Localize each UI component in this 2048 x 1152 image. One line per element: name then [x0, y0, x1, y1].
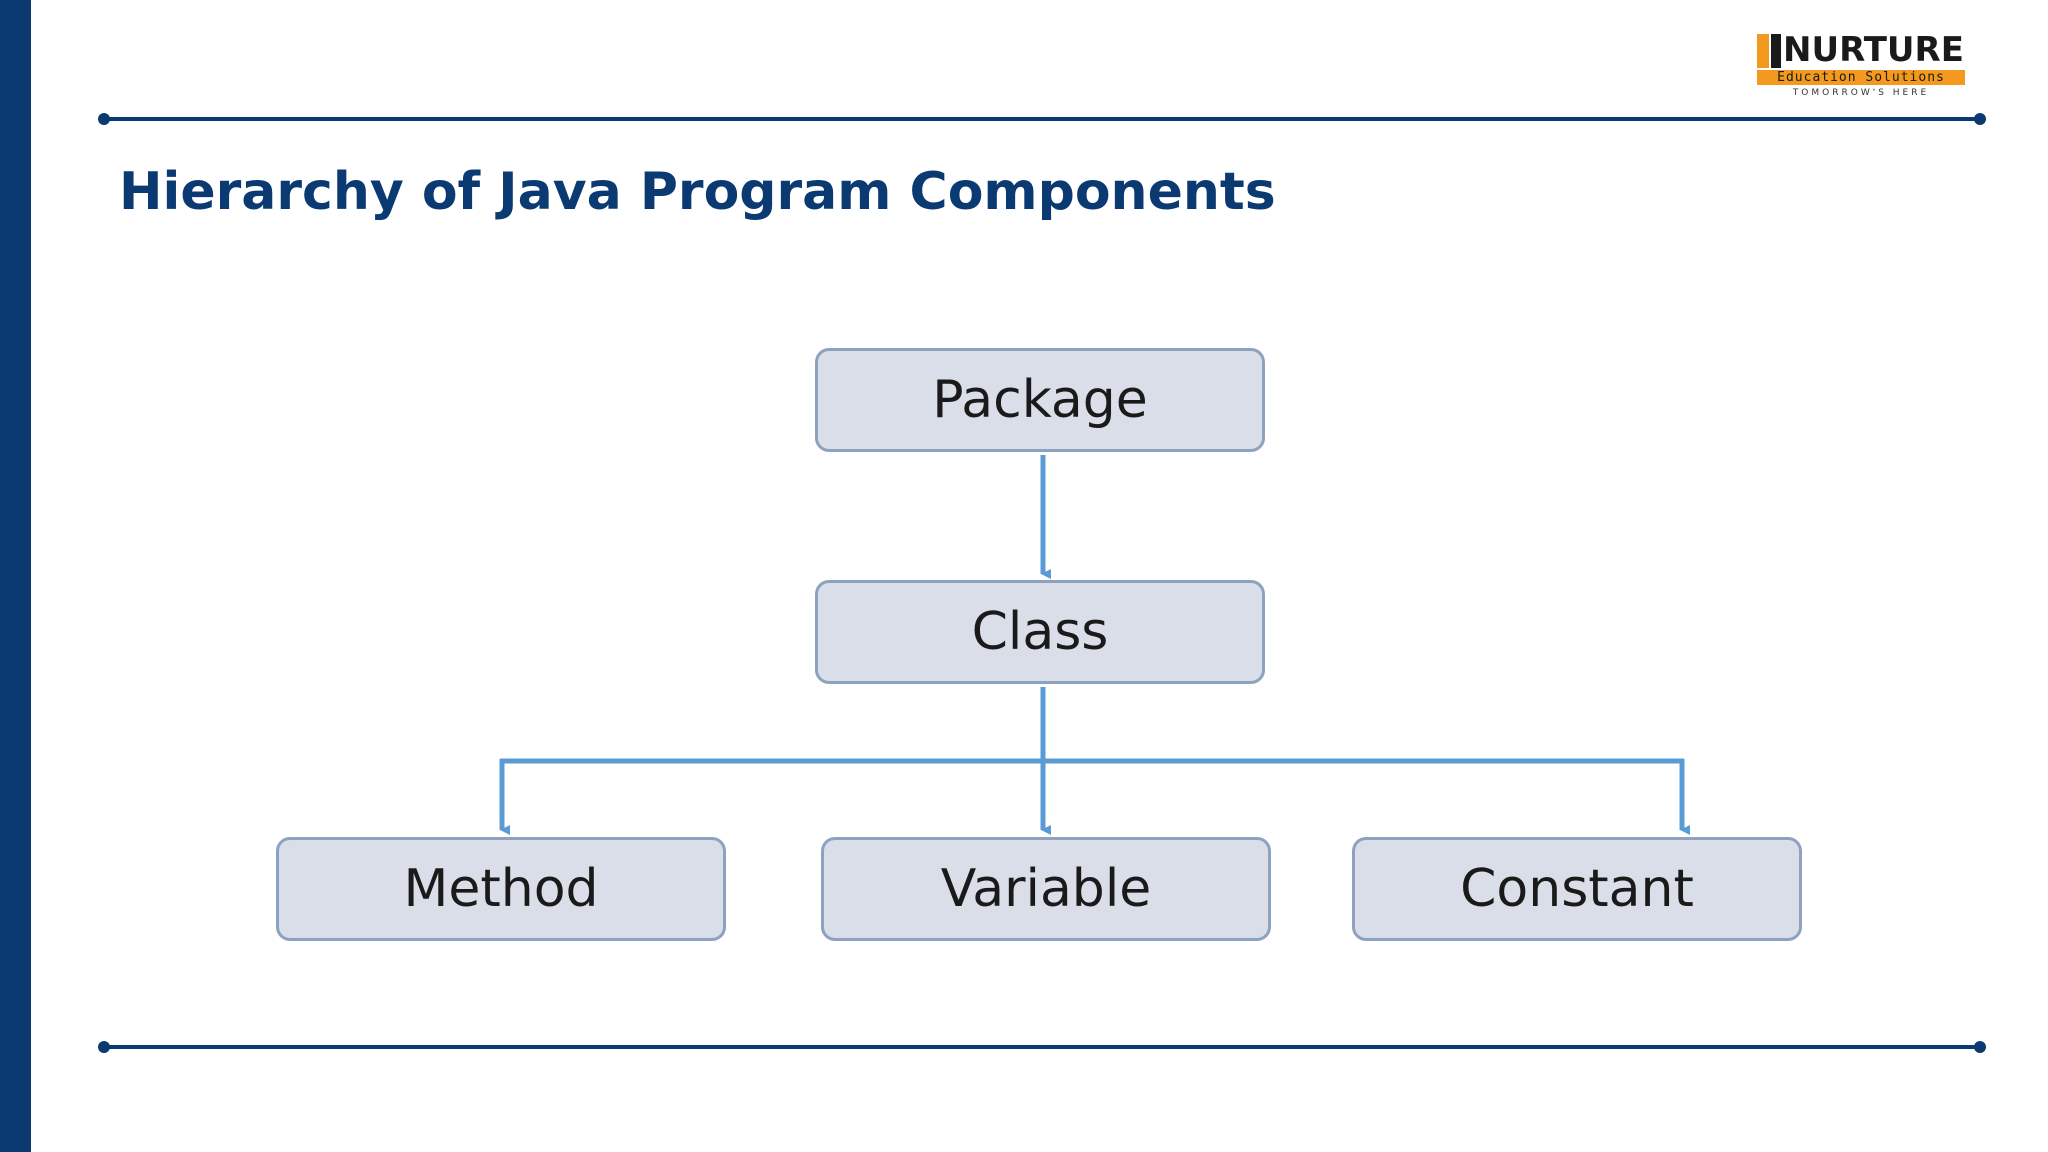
bottom-divider — [98, 1041, 1986, 1053]
node-package: Package — [815, 348, 1265, 452]
node-class: Class — [815, 580, 1265, 684]
logo-brand-text: NURTURE — [1783, 30, 1964, 70]
top-divider — [98, 113, 1986, 125]
slide-title: Hierarchy of Java Program Components — [119, 162, 1276, 222]
logo-orange-bar — [1757, 34, 1769, 68]
logo-subtitle: Education Solutions — [1757, 70, 1965, 85]
left-accent-bar — [0, 0, 31, 1152]
logo-tagline: TOMORROW'S HERE — [1792, 88, 1930, 98]
divider-dot-left — [98, 1041, 110, 1053]
logo-dark-bar — [1771, 34, 1781, 68]
divider-dot-right — [1974, 1041, 1986, 1053]
divider-dot-left — [98, 113, 110, 125]
divider-dot-right — [1974, 113, 1986, 125]
node-variable: Variable — [821, 837, 1271, 941]
node-method: Method — [276, 837, 726, 941]
logo-mark: NURTURE — [1757, 28, 1964, 68]
node-constant: Constant — [1352, 837, 1802, 941]
inurture-logo: NURTURE Education Solutions TOMORROW'S H… — [1757, 28, 1967, 104]
